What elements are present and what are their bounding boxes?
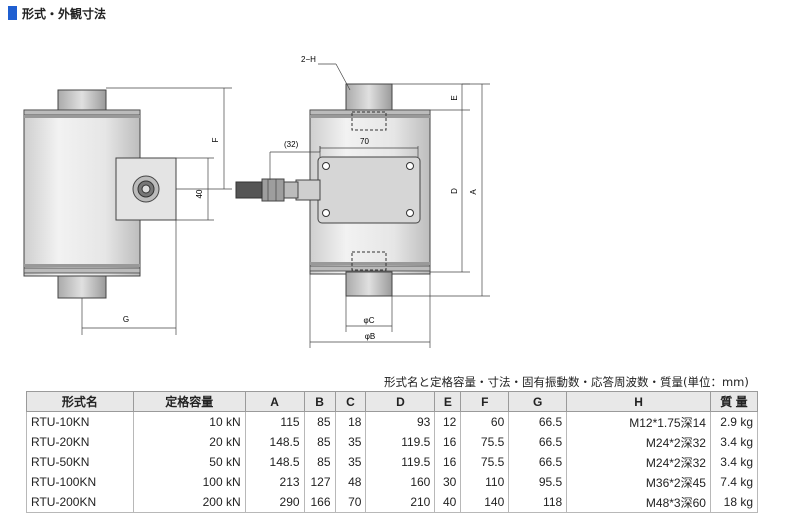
cell-a: 290 bbox=[244, 492, 305, 513]
cell-h: M24*2深32 bbox=[566, 432, 711, 452]
cell-mass: 3.4 kg bbox=[709, 432, 759, 452]
cell-g: 66.5 bbox=[508, 452, 568, 472]
cell-e: 12 bbox=[434, 411, 462, 432]
cell-f: 110 bbox=[460, 472, 510, 492]
cell-g: 118 bbox=[508, 492, 568, 513]
cell-model: RTU-20KN bbox=[26, 432, 134, 452]
table-caption: 形式名と定格容量・寸法・固有振動数・応答周波数・質量(単位：mm) bbox=[384, 375, 749, 389]
cell-h: M24*2深32 bbox=[566, 452, 711, 472]
col-header-model: 形式名 bbox=[26, 391, 134, 412]
cell-capacity: 50 kN bbox=[132, 452, 246, 472]
col-header-f: F bbox=[460, 391, 510, 412]
spec-table: 形式名 定格容量 A B C D E F G H 質 量 RTU-10KN 10… bbox=[26, 391, 759, 513]
cell-d: 160 bbox=[365, 472, 436, 492]
cell-c: 70 bbox=[334, 492, 367, 513]
cell-e: 40 bbox=[434, 492, 462, 513]
dim-phi-c: φC bbox=[364, 316, 375, 325]
front-view: 2−H (32) 70 E D A φC φB bbox=[235, 55, 490, 348]
col-header-c: C bbox=[334, 391, 367, 412]
col-header-e: E bbox=[434, 391, 462, 412]
table-row: RTU-50KN 50 kN 148.5 85 35 119.5 16 75.5… bbox=[26, 452, 759, 472]
cell-a: 213 bbox=[244, 472, 305, 492]
col-header-d: D bbox=[365, 391, 436, 412]
dim-2h: 2−H bbox=[301, 55, 316, 64]
cell-model: RTU-200KN bbox=[26, 492, 134, 513]
cell-c: 48 bbox=[334, 472, 367, 492]
dim-f: F bbox=[211, 137, 220, 142]
dim-d: D bbox=[450, 188, 459, 194]
col-header-mass: 質 量 bbox=[709, 391, 759, 412]
section-title: 形式・外観寸法 bbox=[22, 6, 107, 21]
heading-marker bbox=[8, 6, 17, 20]
cell-g: 66.5 bbox=[508, 411, 568, 432]
table-row: RTU-100KN 100 kN 213 127 48 160 30 110 9… bbox=[26, 472, 759, 492]
cell-c: 18 bbox=[334, 411, 367, 432]
cell-d: 119.5 bbox=[365, 432, 436, 452]
cell-b: 85 bbox=[303, 432, 336, 452]
dim-32: (32) bbox=[284, 140, 299, 149]
col-header-a: A bbox=[244, 391, 305, 412]
cell-e: 30 bbox=[434, 472, 462, 492]
table-header-row: 形式名 定格容量 A B C D E F G H 質 量 bbox=[26, 391, 759, 412]
dim-phi-b: φB bbox=[365, 332, 376, 341]
cell-a: 148.5 bbox=[244, 452, 305, 472]
cell-capacity: 20 kN bbox=[132, 432, 246, 452]
dimension-drawing: 40 F G bbox=[23, 55, 490, 348]
dim-e: E bbox=[450, 95, 459, 100]
cell-f: 75.5 bbox=[460, 432, 510, 452]
col-header-h: H bbox=[566, 391, 711, 412]
dim-a: A bbox=[469, 189, 478, 195]
cell-e: 16 bbox=[434, 452, 462, 472]
cell-b: 85 bbox=[303, 411, 336, 432]
dim-40: 40 bbox=[195, 189, 204, 198]
cell-model: RTU-100KN bbox=[26, 472, 134, 492]
cell-d: 119.5 bbox=[365, 452, 436, 472]
cell-capacity: 100 kN bbox=[132, 472, 246, 492]
cell-capacity: 10 kN bbox=[132, 411, 246, 432]
cell-h: M48*3深60 bbox=[566, 492, 711, 513]
table-row: RTU-200KN 200 kN 290 166 70 210 40 140 1… bbox=[26, 492, 759, 513]
cell-b: 166 bbox=[303, 492, 336, 513]
col-header-capacity: 定格容量 bbox=[132, 391, 246, 412]
cell-c: 35 bbox=[334, 452, 367, 472]
cell-model: RTU-50KN bbox=[26, 452, 134, 472]
cell-g: 66.5 bbox=[508, 432, 568, 452]
cell-b: 127 bbox=[303, 472, 336, 492]
table-row: RTU-10KN 10 kN 115 85 18 93 12 60 66.5 M… bbox=[26, 411, 759, 432]
cell-f: 75.5 bbox=[460, 452, 510, 472]
cell-f: 140 bbox=[460, 492, 510, 513]
cell-a: 115 bbox=[244, 411, 305, 432]
dim-g: G bbox=[123, 315, 129, 324]
cell-model: RTU-10KN bbox=[26, 411, 134, 432]
side-view: 40 F G bbox=[23, 87, 232, 335]
cell-mass: 18 kg bbox=[709, 492, 759, 513]
cell-capacity: 200 kN bbox=[132, 492, 246, 513]
cell-h: M36*2深45 bbox=[566, 472, 711, 492]
section-heading: 形式・外観寸法 bbox=[8, 4, 106, 22]
cell-h: M12*1.75深14 bbox=[566, 411, 711, 432]
col-header-b: B bbox=[303, 391, 336, 412]
cell-mass: 7.4 kg bbox=[709, 472, 759, 492]
cell-c: 35 bbox=[334, 432, 367, 452]
cell-d: 210 bbox=[365, 492, 436, 513]
cell-mass: 3.4 kg bbox=[709, 452, 759, 472]
cell-g: 95.5 bbox=[508, 472, 568, 492]
dim-70: 70 bbox=[360, 137, 369, 146]
cell-a: 148.5 bbox=[244, 432, 305, 452]
cell-d: 93 bbox=[365, 411, 436, 432]
cell-mass: 2.9 kg bbox=[709, 411, 759, 432]
cell-f: 60 bbox=[460, 411, 510, 432]
cell-e: 16 bbox=[434, 432, 462, 452]
cell-b: 85 bbox=[303, 452, 336, 472]
table-row: RTU-20KN 20 kN 148.5 85 35 119.5 16 75.5… bbox=[26, 432, 759, 452]
col-header-g: G bbox=[508, 391, 568, 412]
